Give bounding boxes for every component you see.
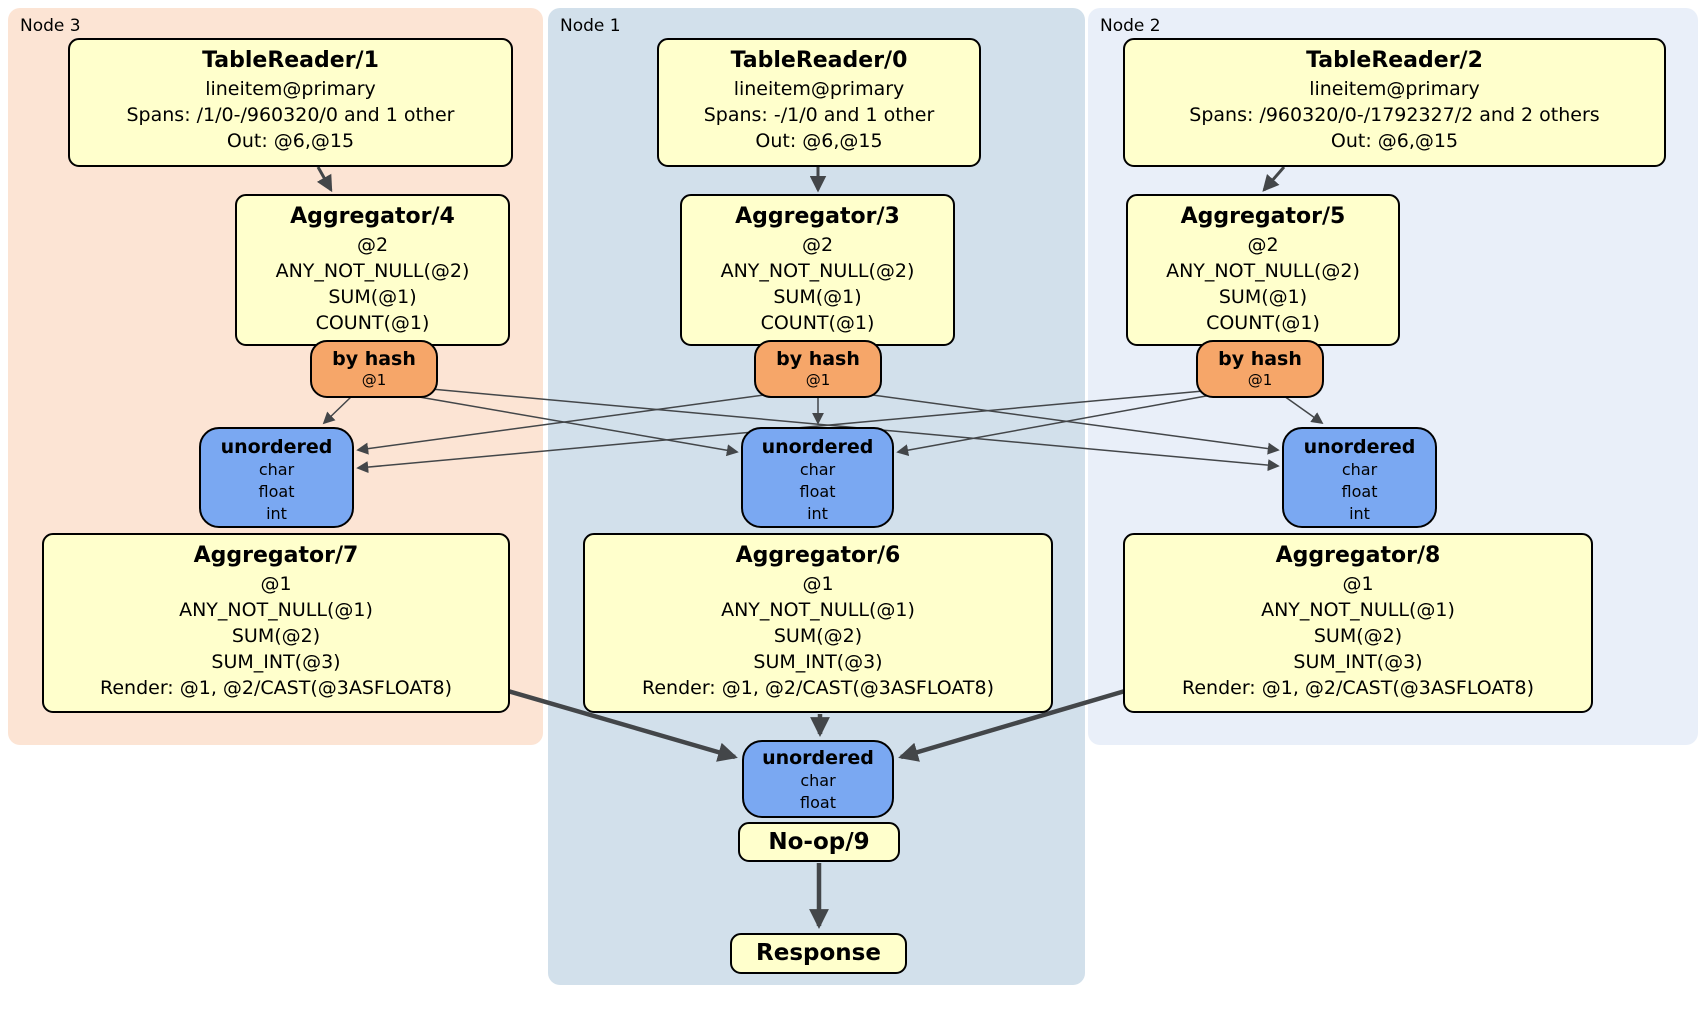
edge-tablereader2-aggregator5 — [1262, 166, 1286, 192]
box-line: ANY_NOT_NULL(@1) — [721, 599, 915, 621]
router-line: @1 — [361, 371, 387, 389]
box-line: @2 — [356, 234, 389, 256]
sync-title: unordered — [220, 436, 333, 458]
router-by-hash-node1: by hash @1 — [754, 340, 882, 398]
box-aggregator-5: Aggregator/5 @2 ANY_NOT_NULL(@2) SUM(@1)… — [1126, 194, 1400, 346]
box-line: Render: @1, @2/CAST(@3ASFLOAT8) — [1182, 677, 1534, 699]
box-tablereader-0: TableReader/0 lineitem@primary Spans: -/… — [657, 38, 981, 167]
box-line: SUM(@2) — [1313, 625, 1403, 647]
box-line: lineitem@primary — [1309, 78, 1480, 100]
box-line: lineitem@primary — [733, 78, 905, 100]
box-line: SUM_INT(@3) — [211, 651, 341, 673]
box-line: ANY_NOT_NULL(@2) — [1166, 260, 1360, 282]
box-line: SUM(@1) — [1218, 286, 1308, 308]
box-noop-9: No-op/9 — [738, 822, 900, 862]
box-line: Out: @6,@15 — [1330, 130, 1459, 152]
sync-unordered-final: unordered char float — [742, 740, 894, 818]
box-title: No-op/9 — [768, 828, 870, 855]
box-line: Out: @6,@15 — [226, 130, 355, 152]
box-title: TableReader/1 — [202, 48, 379, 73]
router-line: @1 — [805, 371, 831, 389]
box-line: COUNT(@1) — [1206, 312, 1320, 334]
edge-hash1-sync3 — [356, 391, 787, 455]
box-tablereader-2: TableReader/2 lineitem@primary Spans: /9… — [1123, 38, 1666, 167]
router-line: @1 — [1247, 371, 1273, 389]
box-title: Response — [756, 940, 881, 966]
edge-aggregator8-syncfinal — [898, 688, 1126, 762]
box-title: Aggregator/4 — [290, 204, 455, 229]
box-title: TableReader/2 — [1306, 48, 1483, 73]
region-node-1-label: Node 1 — [560, 16, 621, 36]
box-title: Aggregator/8 — [1275, 543, 1441, 568]
box-title: Aggregator/7 — [193, 543, 359, 568]
box-line: ANY_NOT_NULL(@1) — [179, 599, 373, 621]
box-line: @2 — [801, 234, 834, 256]
sync-line: int — [1349, 504, 1370, 523]
box-title: Aggregator/5 — [1180, 204, 1346, 229]
region-node-2-label: Node 2 — [1100, 16, 1161, 36]
box-line: ANY_NOT_NULL(@1) — [1261, 599, 1455, 621]
edge-aggregator7-syncfinal — [507, 688, 738, 762]
sync-line: int — [807, 504, 828, 523]
box-line: Out: @6,@15 — [755, 130, 883, 152]
edge-hash2-sync1 — [896, 391, 1229, 457]
box-line: COUNT(@1) — [760, 312, 875, 334]
box-aggregator-3: Aggregator/3 @2 ANY_NOT_NULL(@2) SUM(@1)… — [680, 194, 955, 346]
router-by-hash-node3: by hash @1 — [310, 340, 438, 398]
box-aggregator-7: Aggregator/7 @1 ANY_NOT_NULL(@1) SUM(@2)… — [42, 533, 510, 713]
box-line: lineitem@primary — [205, 78, 376, 100]
sync-line: char — [800, 771, 836, 790]
box-line: @1 — [802, 573, 834, 595]
edge-tablereader1-aggregator4 — [316, 166, 333, 193]
box-line: Render: @1, @2/CAST(@3ASFLOAT8) — [642, 677, 994, 699]
box-aggregator-8: Aggregator/8 @1 ANY_NOT_NULL(@1) SUM(@2)… — [1123, 533, 1593, 713]
sync-unordered-node3: unordered char float int — [199, 427, 354, 528]
box-aggregator-4: Aggregator/4 @2 ANY_NOT_NULL(@2) SUM(@1)… — [235, 194, 510, 346]
edge-hash3-sync3 — [322, 395, 353, 425]
sync-line: float — [800, 793, 836, 812]
box-tablereader-1: TableReader/1 lineitem@primary Spans: /1… — [68, 38, 513, 167]
sync-line: float — [799, 482, 836, 501]
box-line: @1 — [1342, 573, 1374, 595]
box-line: ANY_NOT_NULL(@2) — [275, 260, 470, 282]
sync-line: float — [1341, 482, 1378, 501]
box-title: Aggregator/6 — [735, 543, 901, 568]
sync-title: unordered — [1303, 436, 1416, 458]
region-node-3-label: Node 3 — [20, 16, 81, 36]
sync-title: unordered — [762, 747, 874, 769]
edge-hash1-sync2 — [849, 391, 1280, 455]
sync-title: unordered — [761, 436, 874, 458]
sync-line: char — [1341, 460, 1378, 479]
box-line: Spans: /960320/0-/1792327/2 and 2 others — [1189, 104, 1600, 126]
box-aggregator-6: Aggregator/6 @1 ANY_NOT_NULL(@1) SUM(@2)… — [583, 533, 1053, 713]
router-title: by hash — [776, 348, 860, 370]
sync-unordered-node2: unordered char float int — [1282, 427, 1437, 528]
box-line: SUM(@2) — [773, 625, 863, 647]
sync-line: int — [266, 504, 287, 523]
box-response: Response — [730, 933, 907, 974]
router-title: by hash — [1218, 348, 1302, 370]
box-line: SUM_INT(@3) — [753, 651, 883, 673]
box-line: Spans: /1/0-/960320/0 and 1 other — [126, 104, 455, 126]
box-line: SUM(@1) — [773, 286, 862, 308]
box-line: @1 — [260, 573, 292, 595]
box-line: Spans: -/1/0 and 1 other — [703, 104, 935, 126]
sync-line: char — [258, 460, 295, 479]
box-line: COUNT(@1) — [315, 312, 430, 334]
box-line: @2 — [1247, 234, 1279, 256]
sync-line: float — [258, 482, 295, 501]
sync-line: char — [799, 460, 836, 479]
box-line: SUM(@1) — [328, 286, 417, 308]
box-title: Aggregator/3 — [735, 204, 900, 229]
box-line: Render: @1, @2/CAST(@3ASFLOAT8) — [100, 677, 452, 699]
router-by-hash-node2: by hash @1 — [1196, 340, 1324, 398]
edge-hash2-sync2 — [1283, 395, 1324, 425]
sync-unordered-node1: unordered char float int — [741, 427, 894, 528]
box-line: ANY_NOT_NULL(@2) — [720, 260, 915, 282]
router-title: by hash — [332, 348, 416, 370]
box-title: TableReader/0 — [730, 48, 908, 73]
box-line: SUM_INT(@3) — [1293, 651, 1423, 673]
box-line: SUM(@2) — [231, 625, 321, 647]
